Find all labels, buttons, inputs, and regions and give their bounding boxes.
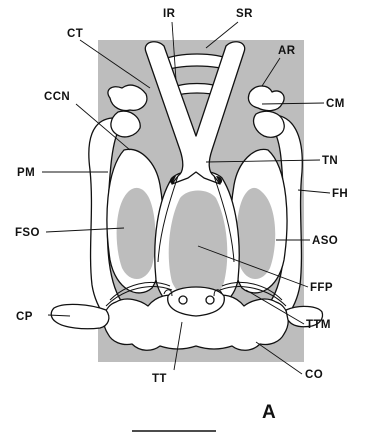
panel-letter: A: [262, 402, 276, 423]
label-tn: TN: [322, 155, 338, 167]
label-cm: CM: [326, 98, 345, 110]
label-ccn: CCN: [44, 91, 70, 103]
label-ar: AR: [278, 45, 296, 57]
right-foramen: [206, 296, 214, 304]
left-orbit-fenestra: [117, 188, 156, 279]
label-fh: FH: [332, 188, 348, 200]
label-fso: FSO: [15, 227, 40, 239]
label-ttm: TTM: [306, 319, 331, 331]
label-ir: IR: [163, 8, 176, 20]
label-ffp: FFP: [310, 282, 333, 294]
left-foramen: [179, 296, 187, 304]
label-sr: SR: [236, 8, 253, 20]
label-aso: ASO: [312, 235, 338, 247]
label-co: CO: [305, 369, 323, 381]
left-posterior-process: [51, 304, 109, 328]
label-cp: CP: [16, 311, 33, 323]
label-ct: CT: [67, 28, 83, 40]
tectum-posterius: [168, 287, 225, 316]
label-pm: PM: [17, 167, 35, 179]
frontoparietal-fontanel: [169, 191, 228, 301]
label-tt: TT: [152, 373, 167, 385]
